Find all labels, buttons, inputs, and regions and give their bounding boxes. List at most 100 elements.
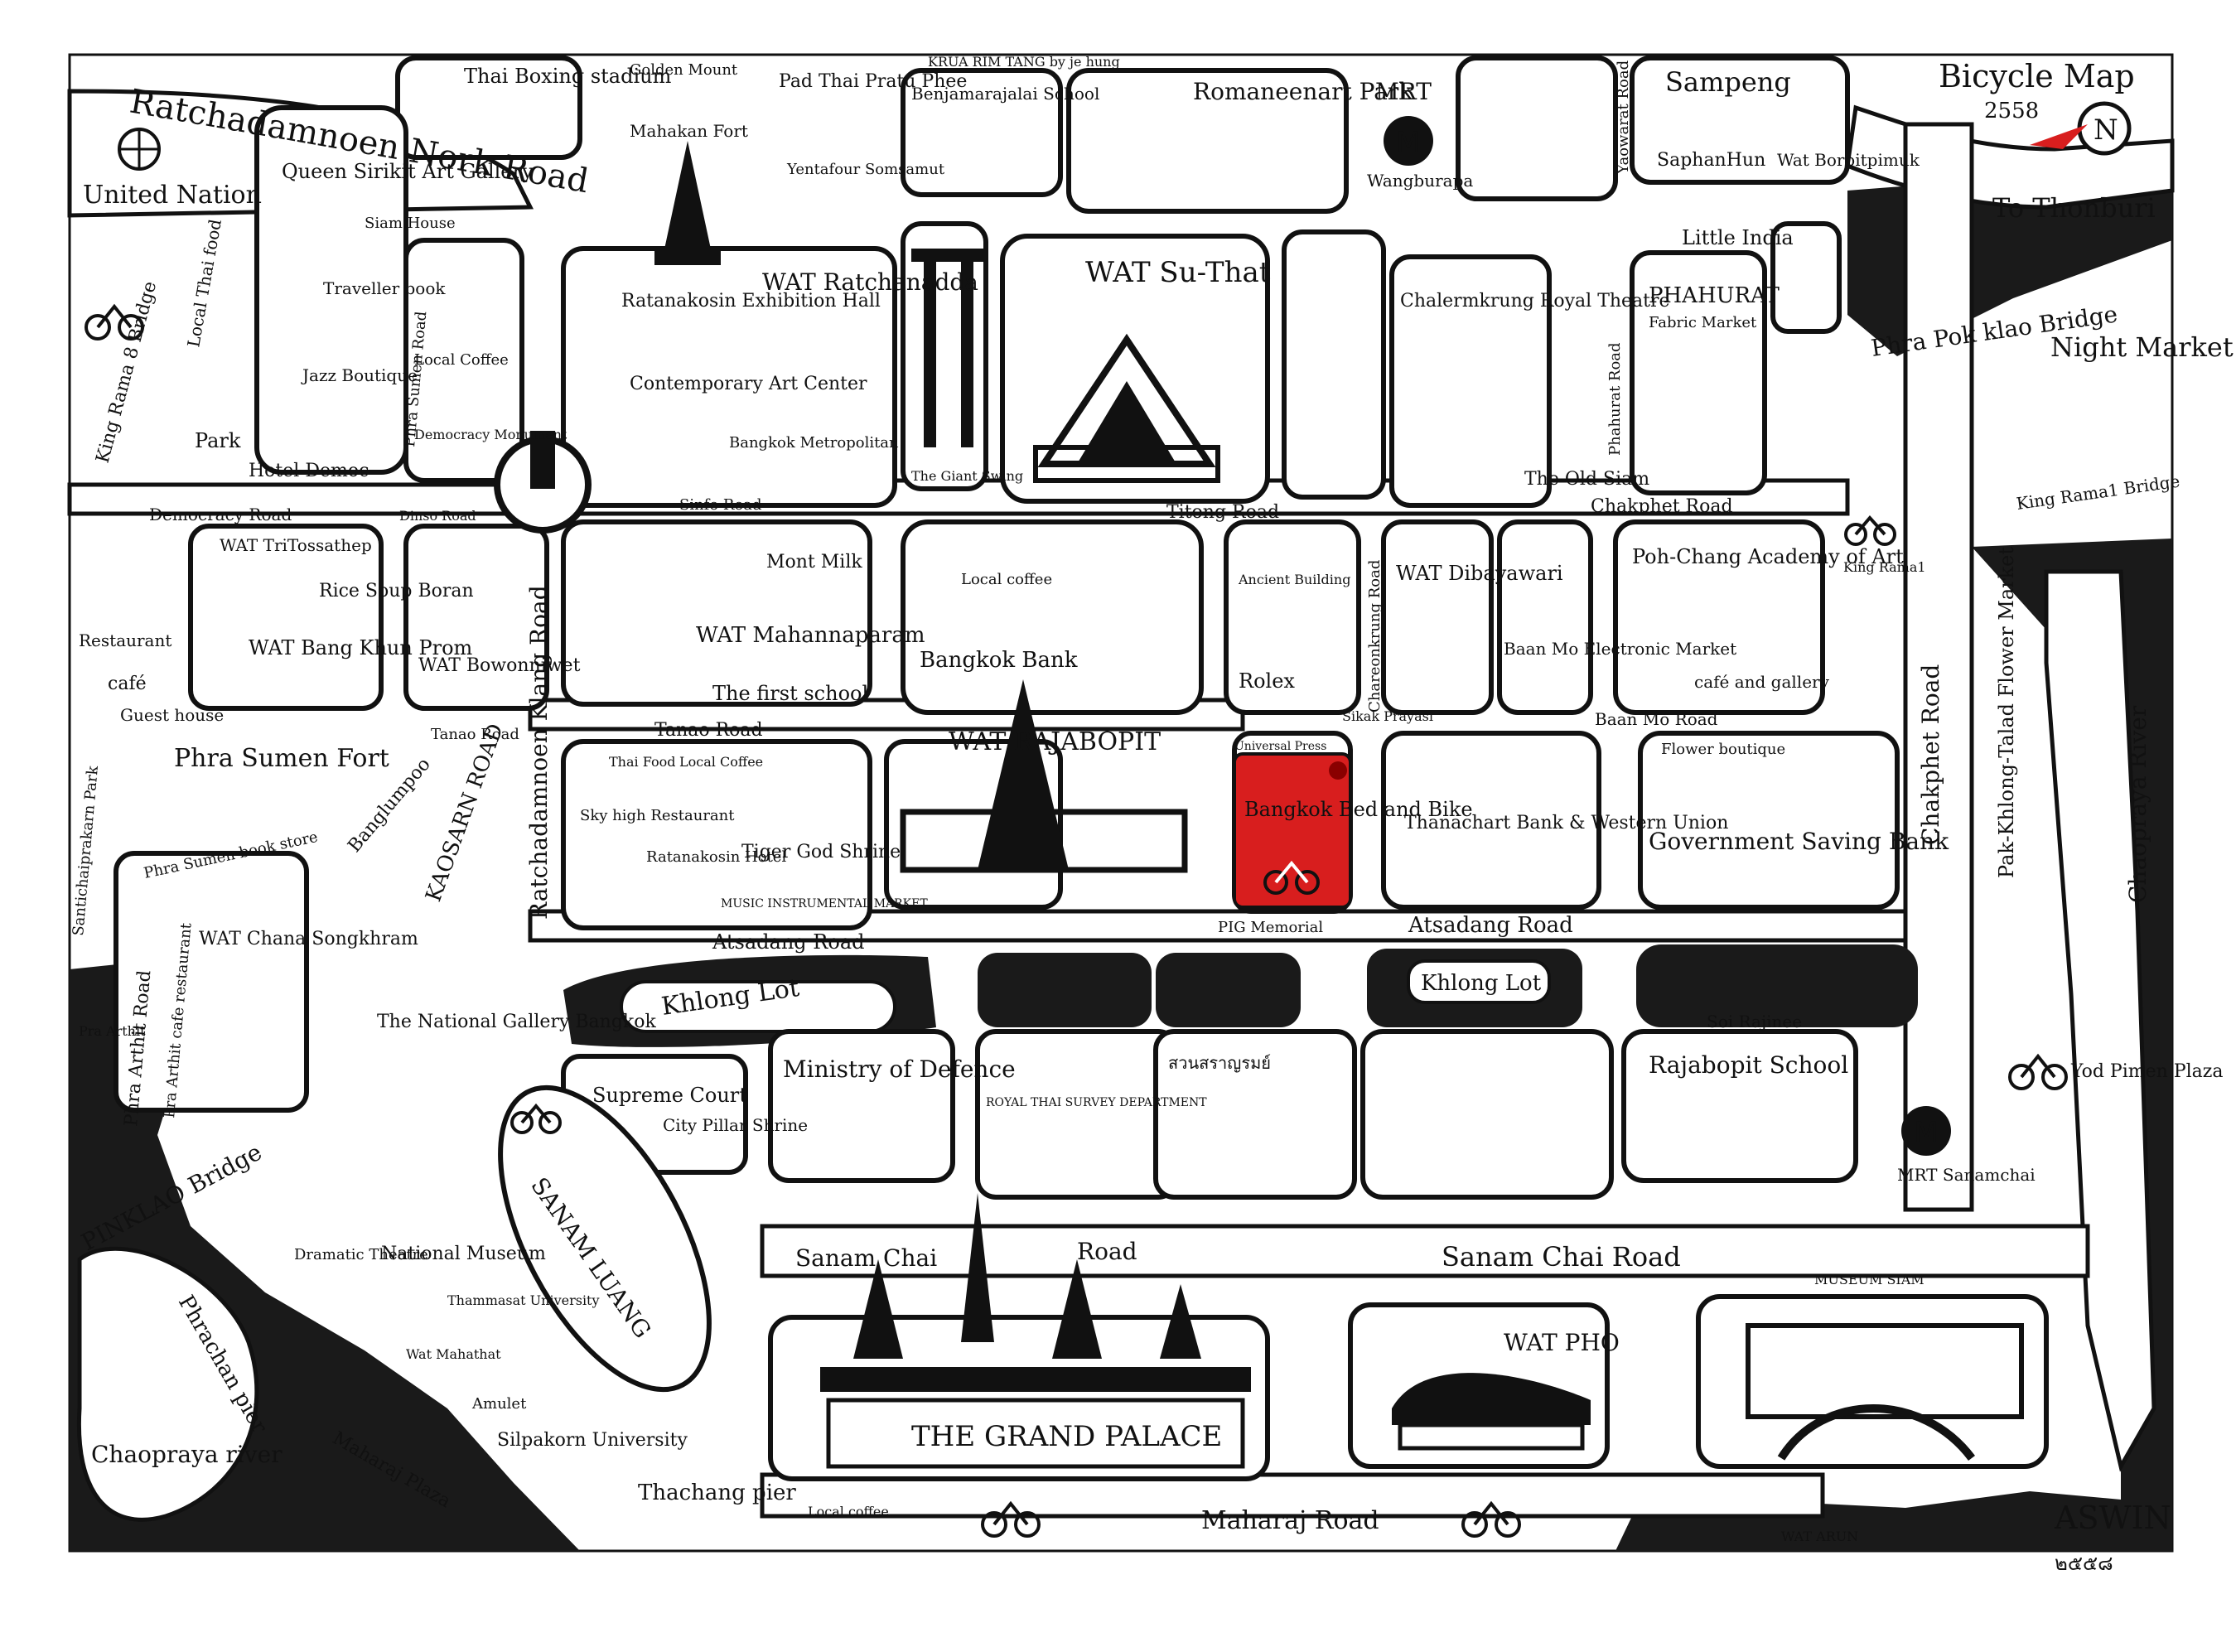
road-maharaj: Maharaj Road bbox=[1201, 1506, 1379, 1535]
label-poh-chang: Poh-Chang Academy of Art bbox=[1632, 545, 1904, 568]
label-wat-dibayawari: WAT Dibayawari bbox=[1396, 562, 1563, 585]
label-saranrom: สวนสราญรมย์ bbox=[1168, 1053, 1271, 1073]
label-sampeng: Sampeng bbox=[1665, 66, 1791, 98]
bicycle-icon bbox=[85, 303, 2068, 1538]
road-sanam-chai-left: Sanam Chai bbox=[795, 1244, 937, 1272]
credit-label: KRUA RIM TANG by je hung bbox=[928, 54, 1120, 70]
label-khlong-lot-right: Khlong Lot bbox=[1421, 971, 1542, 996]
label-wat-suthat: WAT Su-That bbox=[1085, 256, 1271, 289]
label-hotel-democ: Hotel Democ bbox=[249, 461, 369, 481]
road-chakphet-vertical: Chakphet Road bbox=[1917, 664, 1944, 845]
label-ratanakosin-hotel: Ratanakosin Hotel bbox=[646, 848, 786, 866]
map-year: 2558 bbox=[1984, 99, 2039, 123]
label-sky-high: Sky high Restaurant bbox=[580, 807, 735, 824]
label-little-india: Little India bbox=[1682, 226, 1794, 249]
label-silpakorn: Silpakorn University bbox=[497, 1430, 688, 1451]
label-wat-rajabopit: WAT RAJABOPIT bbox=[949, 727, 1161, 756]
sanam-luang-field bbox=[498, 1084, 712, 1393]
label-giant-swing: The Giant Swing bbox=[911, 468, 1023, 484]
road-sanam-chai-road: Road bbox=[1077, 1238, 1137, 1265]
label-democracy-monument: Democracy Monument bbox=[414, 427, 567, 442]
label-first-school: The first school bbox=[712, 682, 868, 705]
label-flower-boutique: Flower boutique bbox=[1661, 741, 1785, 758]
north-label: N bbox=[2094, 114, 2118, 147]
label-old-siam: The Old Siam bbox=[1524, 469, 1649, 490]
label-thai-food: Thai Food bbox=[609, 754, 675, 770]
label-bangkok-bed-bike[interactable]: Bangkok Bed and Bike bbox=[1244, 798, 1473, 821]
label-tiger-god: Tiger God Shrine bbox=[741, 842, 901, 862]
wat-pho-sketch bbox=[1392, 1373, 1591, 1451]
label-wat-arun: WAT ARUN bbox=[1781, 1529, 1858, 1544]
artist-year: ๒๕๕๘ bbox=[2055, 1552, 2113, 1575]
label-traveller-book: Traveller book bbox=[323, 278, 446, 298]
road-sanam-chai-right: Sanam Chai Road bbox=[1442, 1241, 1681, 1273]
label-cafe-gallery: café and gallery bbox=[1694, 672, 1830, 692]
road-chareonkrung: Chareonkrung Road bbox=[1366, 560, 1384, 712]
label-chaopraya-river-right: Chaopraya River bbox=[2124, 705, 2151, 903]
road-atsadang-left: Atsadang Road bbox=[712, 930, 865, 954]
khlong-lot bbox=[563, 944, 1918, 1047]
label-pra-arthit: Pra Arthit bbox=[79, 1023, 146, 1039]
label-pad-thai: Pad Thai Pratu Phee bbox=[779, 71, 967, 92]
chaopraya-river-right bbox=[1972, 539, 2172, 1551]
label-bkk-metropolitan: Bangkok Metropolitan bbox=[729, 434, 899, 452]
label-park: Park bbox=[195, 429, 241, 452]
giant-swing-sketch bbox=[911, 249, 986, 447]
label-supreme-court: Supreme Court bbox=[592, 1084, 747, 1107]
label-bangkok-bank: Bangkok Bank bbox=[920, 648, 1078, 673]
road-tanao-mid: Tanao Road bbox=[654, 720, 763, 741]
label-local-coffee-3: Local Coffee bbox=[679, 754, 763, 770]
chaopraya-river-left bbox=[70, 961, 580, 1551]
label-thai-boxing: Thai Boxing stadium bbox=[464, 65, 672, 88]
road-soi-rajinee: Soi Rajinee bbox=[1707, 1012, 1802, 1031]
label-mrt-wangburapa: MRT bbox=[1375, 78, 1432, 105]
label-national-gallery: The National Gallery Bangkok bbox=[377, 1012, 656, 1032]
label-guesthouse: Guest house bbox=[120, 705, 224, 725]
label-siam-house: Siam House bbox=[365, 215, 456, 232]
label-government-saving: Government Saving Bank bbox=[1649, 828, 1949, 855]
label-museum-siam: MUSEUM SIAM bbox=[1814, 1272, 1925, 1287]
label-united-nation: United Nation bbox=[83, 181, 262, 210]
label-local-coffee-4: Local coffee bbox=[808, 1504, 889, 1519]
label-wat-mahathat: Wat Mahathat bbox=[406, 1346, 501, 1362]
golden-mount-sketch bbox=[654, 141, 721, 265]
label-chalermkrung: Chalermkrung Royal Theatre bbox=[1400, 291, 1670, 312]
label-jazz: Jazz Boutique bbox=[301, 365, 418, 385]
label-mrt-sanamchai: MRT Sanamchai bbox=[1897, 1165, 2036, 1185]
label-pak-khlong-talad: Pak-Khlong-Talad Flower Market bbox=[1995, 547, 2018, 878]
label-restaurant: Restaurant bbox=[79, 630, 171, 650]
museum-siam-sketch bbox=[1746, 1323, 2024, 1461]
north-compass-icon bbox=[2030, 101, 2132, 156]
label-wat-tritossathep: WAT TriTossathep bbox=[220, 535, 372, 555]
road-to-thonburi: To Thonburi bbox=[1992, 192, 2156, 224]
label-sikak-prayasi: Sikak Prayasi bbox=[1342, 708, 1433, 724]
map-title: Bicycle Map bbox=[1939, 58, 2135, 94]
road-tanao-left: Tanao Road bbox=[431, 726, 519, 743]
svg-text:M: M bbox=[1914, 1116, 1938, 1149]
label-ministry-defence: Ministry of Defence bbox=[783, 1055, 1016, 1083]
label-wat-borpit: Wat Borpitpimuk bbox=[1777, 150, 1920, 170]
road-baan-mo: Baan Mo Road bbox=[1595, 709, 1718, 729]
bangkok-bed-and-bike-highlight[interactable] bbox=[1233, 752, 1352, 909]
label-baan-mo-market: Baan Mo Electronic Market bbox=[1504, 639, 1736, 659]
label-benjamas: Benjamarajalai School bbox=[911, 84, 1099, 104]
road-democracy: Democracy Road bbox=[149, 505, 292, 524]
label-yod-pimen: Yod Pimen Plaza bbox=[2070, 1061, 2223, 1082]
united-nation-globe-icon bbox=[118, 128, 161, 171]
label-wat-chana: WAT Chana Songkhram bbox=[199, 929, 418, 949]
label-universal-press: Universal Press bbox=[1234, 740, 1326, 753]
label-chaopraya-river-left: Chaopraya river bbox=[91, 1441, 283, 1468]
label-music-market: MUSIC INSTRUMENTAL MARKET bbox=[721, 897, 928, 911]
label-amulet: Amulet bbox=[471, 1395, 527, 1413]
label-queen-sirikit: Queen Sirikit Art Gallery bbox=[282, 160, 534, 183]
label-wangburapa: Wangburapa bbox=[1367, 171, 1473, 191]
label-wat-pho: WAT PHO bbox=[1504, 1329, 1620, 1356]
svg-text:M: M bbox=[1396, 126, 1420, 159]
label-rice-soup: Rice Soup Boran bbox=[319, 581, 474, 601]
democracy-monument-sketch bbox=[494, 431, 592, 534]
wat-rajabopit-sketch bbox=[900, 679, 1188, 873]
road-yaowarat: Yaowarat Road bbox=[1615, 60, 1632, 175]
label-local-coffee-1: Local Coffee bbox=[414, 351, 509, 369]
label-contemporary-art: Contemporary Art Center bbox=[630, 374, 867, 394]
